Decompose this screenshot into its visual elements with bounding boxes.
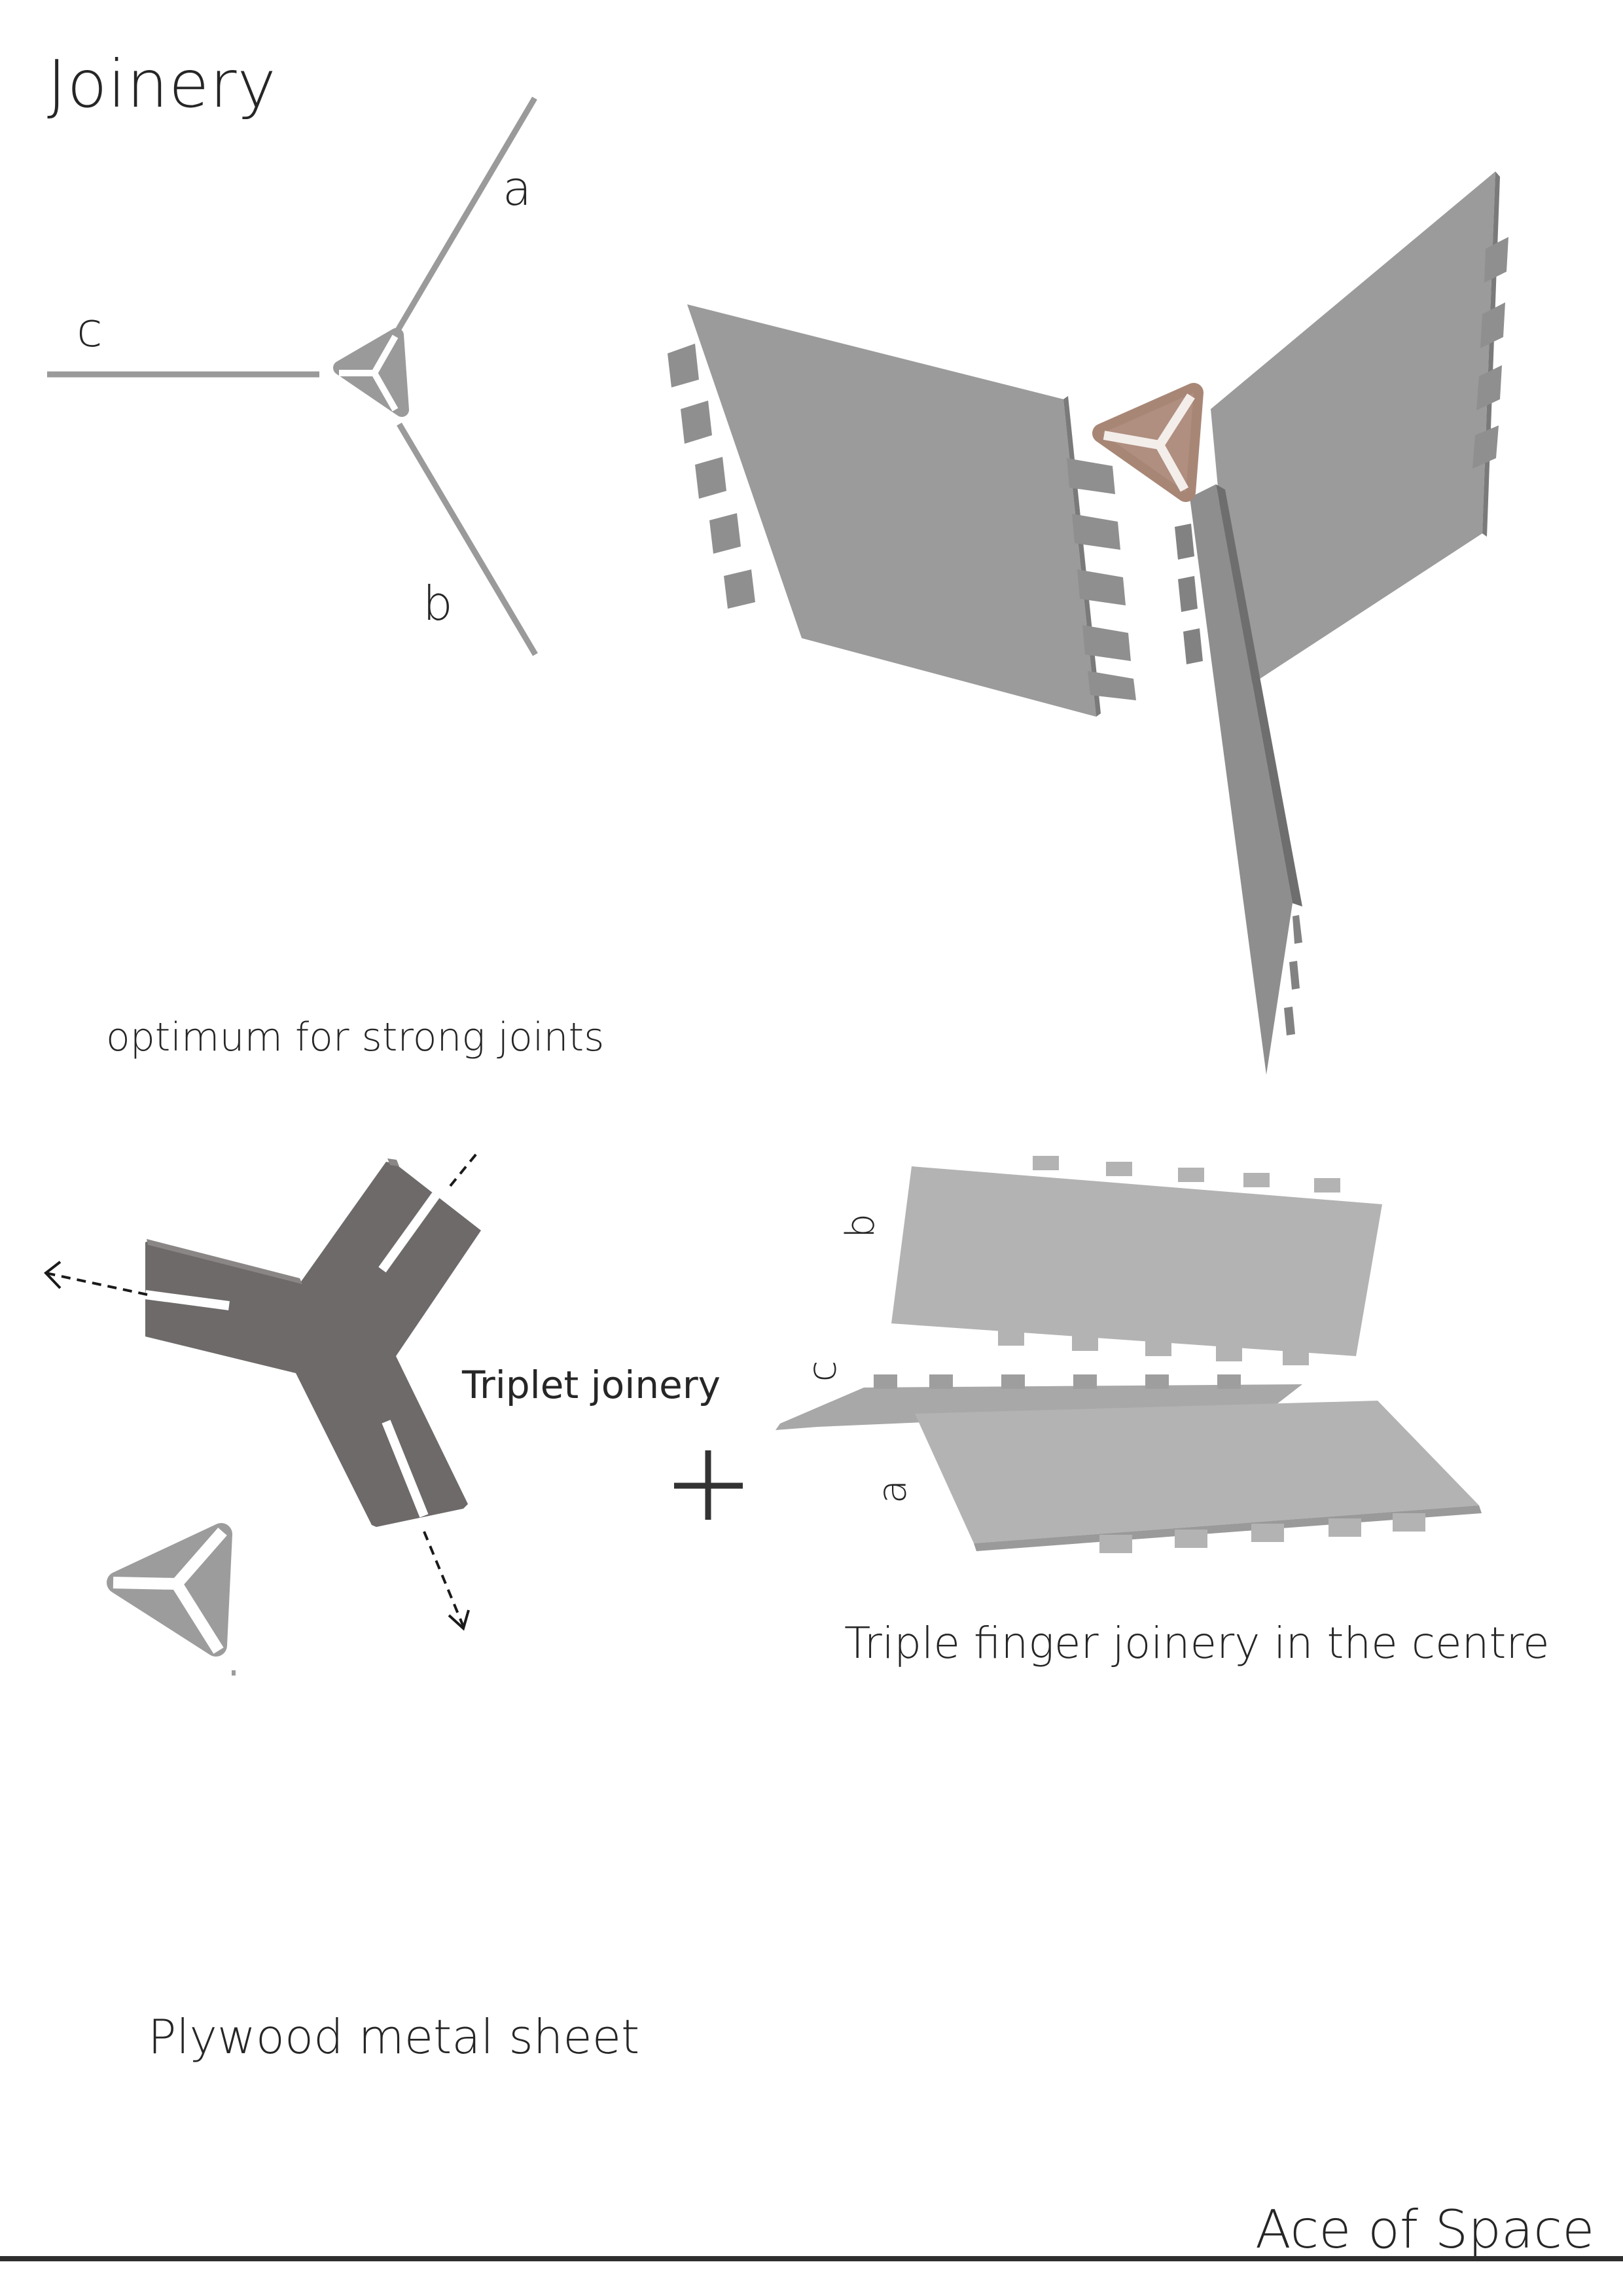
left-panel [668,304,1136,717]
bottom-panel [1175,484,1302,1075]
caption-triplet-joinery: Triplet joinery [462,1363,721,1407]
line-a [395,96,537,333]
plan-label-b: b [423,576,453,631]
panel-label-a: a [869,1479,916,1504]
brand-footer: Ace of Space [1255,2199,1595,2260]
panel-a [915,1401,1482,1553]
page-title: Joinery [47,46,277,122]
footer-rule [0,2256,1623,2261]
caption-strong-joints: optimum for strong joints [106,1014,605,1060]
plan-label-c: c [77,302,103,357]
plan-connector-icon [333,328,409,417]
panel-label-c: c [799,1360,846,1382]
caption-centre-joinery: Triple finger joinery in the centre [844,1618,1550,1668]
line-b [397,422,538,656]
connector-icon [1092,383,1204,502]
panel-c [776,1374,1302,1430]
panel-b [891,1156,1382,1365]
panel-label-b: b [838,1213,884,1239]
exploded-3d-view [668,171,1508,1075]
right-panel [1211,171,1508,694]
plan-view [47,96,538,656]
y-bracket [44,1149,481,1631]
caption-materials: Plywood metal sheet [148,2009,640,2064]
plus-symbol [674,1450,743,1520]
flat-panels [776,1156,1482,1553]
small-connector-icon [107,1523,236,1676]
plan-label-a: a [503,161,532,216]
